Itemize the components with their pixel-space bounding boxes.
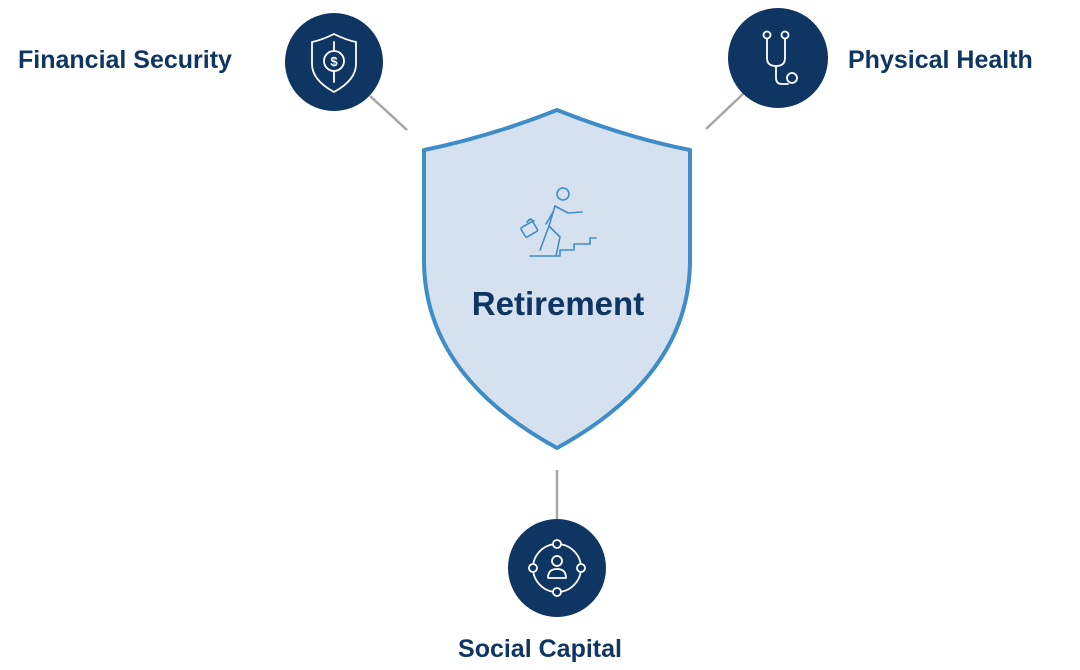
shield-dollar-icon: $	[311, 33, 357, 93]
physical-health-label: Physical Health	[848, 46, 1033, 74]
social-capital-label: Social Capital	[458, 635, 622, 663]
person-climbing-stairs-icon	[520, 187, 597, 257]
connector-physical	[705, 92, 745, 130]
financial-security-label: Financial Security	[18, 46, 232, 74]
social-capital-node	[508, 519, 606, 617]
svg-text:$: $	[330, 54, 338, 69]
connector-financial	[369, 95, 408, 131]
retirement-title: Retirement	[471, 285, 645, 322]
financial-security-node: $	[285, 13, 383, 111]
social-network-icon	[528, 539, 586, 597]
retirement-shield	[422, 108, 692, 450]
stethoscope-icon	[762, 30, 798, 85]
physical-health-node	[728, 8, 828, 108]
